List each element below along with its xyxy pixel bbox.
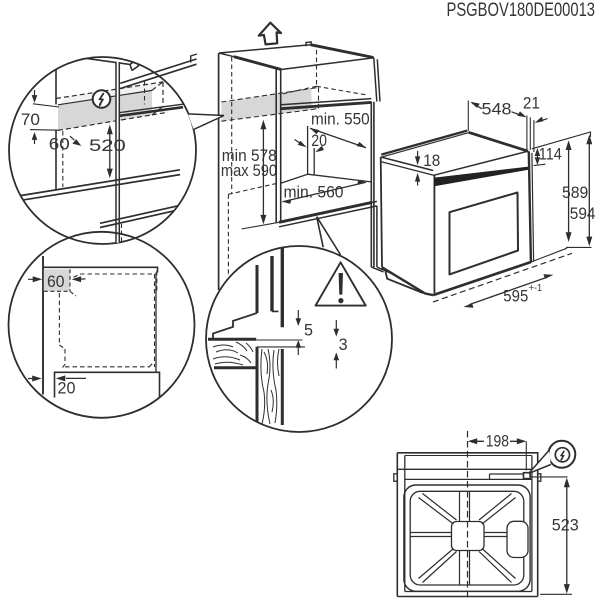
svg-text:3: 3 bbox=[339, 336, 348, 354]
svg-text:5: 5 bbox=[304, 321, 313, 339]
svg-text:595: 595 bbox=[503, 287, 528, 306]
svg-text:589: 589 bbox=[562, 184, 588, 202]
svg-text:18: 18 bbox=[423, 152, 440, 170]
svg-text:60: 60 bbox=[47, 273, 65, 291]
svg-text:PSGBOV180DE00013: PSGBOV180DE00013 bbox=[447, 0, 596, 21]
svg-text:70: 70 bbox=[21, 111, 40, 129]
svg-text:114: 114 bbox=[539, 146, 562, 164]
svg-text:523: 523 bbox=[552, 517, 579, 535]
svg-text:+-1: +-1 bbox=[529, 282, 543, 294]
svg-text:520: 520 bbox=[89, 137, 126, 155]
svg-text:21: 21 bbox=[523, 94, 540, 113]
svg-text:min. 560: min. 560 bbox=[284, 184, 344, 202]
svg-text:20: 20 bbox=[58, 380, 76, 398]
svg-text:min. 550: min. 550 bbox=[311, 111, 370, 129]
svg-text:594: 594 bbox=[570, 205, 596, 223]
svg-text:max 590: max 590 bbox=[221, 162, 277, 180]
svg-text:20: 20 bbox=[311, 132, 327, 150]
svg-text:548: 548 bbox=[482, 99, 512, 118]
svg-text:60: 60 bbox=[49, 135, 70, 153]
svg-text:198: 198 bbox=[486, 432, 509, 450]
